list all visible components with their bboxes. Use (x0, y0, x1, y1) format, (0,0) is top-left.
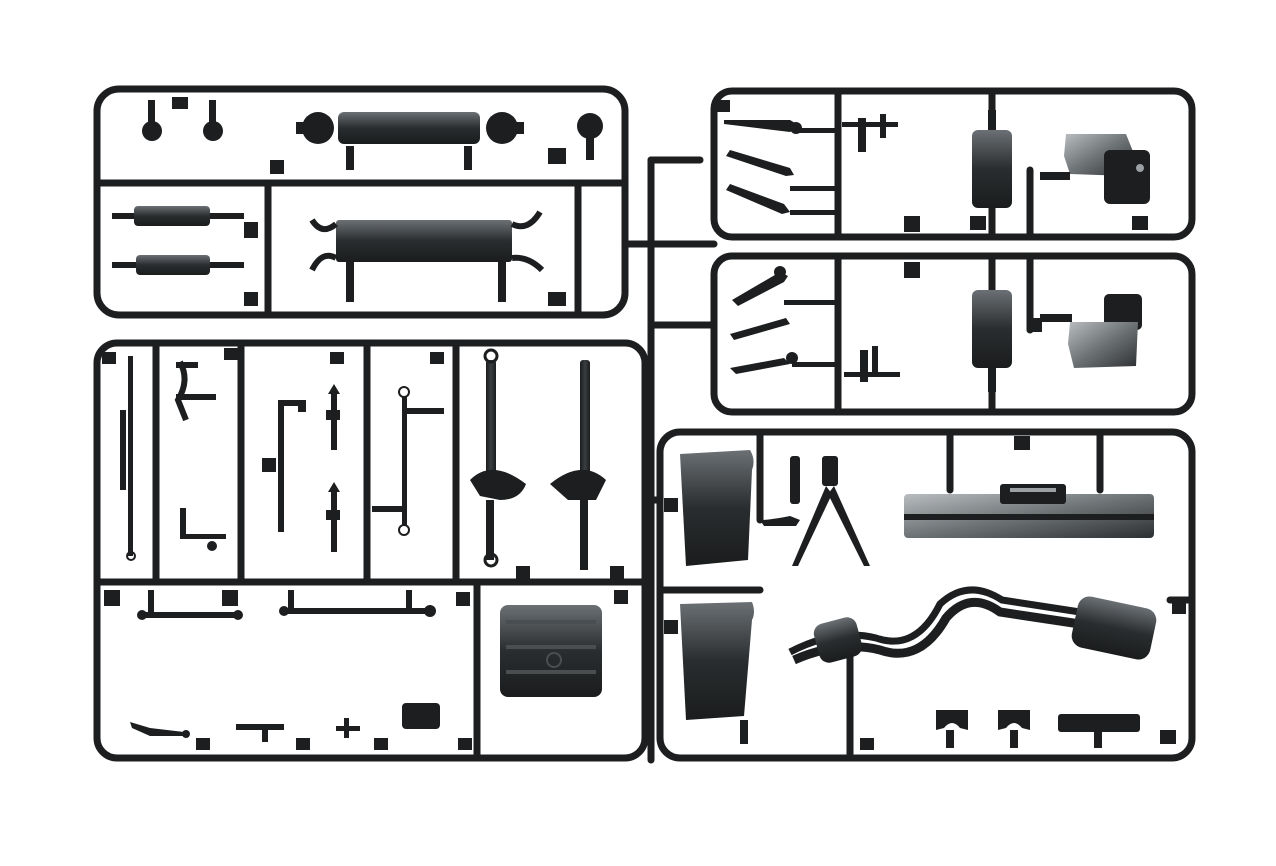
part-small-lever-2 (236, 724, 284, 730)
part-wiper-arm-1 (724, 120, 800, 132)
part-small-lever-1 (130, 722, 184, 736)
part-muffler-left (813, 617, 863, 663)
frame-top-left (93, 85, 629, 319)
frame-top-right-upper (710, 87, 1196, 241)
part-round-disc (577, 113, 603, 139)
part-mirror-stalk (842, 122, 898, 127)
sprue-frame (93, 85, 1196, 764)
part-suspension-mount-left (470, 469, 526, 500)
parts-top-left (112, 100, 603, 302)
frame-left-middle (93, 339, 649, 762)
part-wiper-arm-3 (726, 184, 790, 214)
part-stand-head (822, 456, 838, 486)
part-knob-right (203, 121, 223, 141)
part-mirror-stalk-2 (844, 372, 900, 377)
part-battery-box (500, 605, 602, 697)
part-shock-absorber-left (486, 360, 496, 490)
part-wiper-arm-6 (730, 358, 790, 374)
part-muffler-right (1071, 596, 1157, 660)
part-saddle-2 (998, 710, 1030, 730)
part-long-rod (402, 396, 407, 526)
part-seat-back-2 (972, 290, 1012, 368)
part-thin-rod-1 (128, 356, 133, 556)
part-saddle-1 (936, 710, 968, 730)
part-tie-rod-1 (140, 612, 240, 618)
part-fender-lower (680, 602, 754, 720)
part-shock-absorber-right (580, 360, 590, 490)
part-wiper-arm-2 (726, 150, 794, 176)
part-stand-leg-right (828, 486, 870, 566)
sprue-gate-tabs (102, 97, 1186, 750)
part-l-rod (278, 400, 284, 532)
part-cylinder-upper (134, 206, 210, 226)
part-bracket (790, 456, 800, 504)
part-cross-member (336, 220, 512, 262)
part-wiper-arm-5 (730, 318, 790, 340)
part-engine-housing (1104, 150, 1150, 204)
part-stand-leg-left (792, 486, 832, 566)
part-wiper-arm-4 (732, 272, 788, 306)
parts-top-right-lower (730, 266, 1142, 392)
part-fender-upper (680, 450, 754, 566)
part-seat-back (972, 130, 1012, 208)
frame-top-right-lower (710, 252, 1196, 416)
part-engine-housing-2 (1104, 294, 1142, 330)
part-small-block (402, 703, 440, 729)
part-hub-left (302, 112, 334, 144)
parts-bottom-right (680, 450, 1157, 748)
part-suspension-mount-right (550, 469, 606, 500)
parts-left-middle (120, 348, 606, 742)
part-hub-right (486, 112, 518, 144)
part-tie-rod-2 (280, 608, 430, 614)
part-cylinder-lower (136, 255, 210, 275)
part-engine-block-grey-2 (1068, 322, 1138, 368)
part-axle-beam (338, 112, 480, 144)
part-knob-left (142, 121, 162, 141)
part-flat-bracket (1058, 714, 1140, 732)
parts-top-right-upper (724, 110, 1150, 215)
frame-bottom-right (656, 428, 1196, 762)
